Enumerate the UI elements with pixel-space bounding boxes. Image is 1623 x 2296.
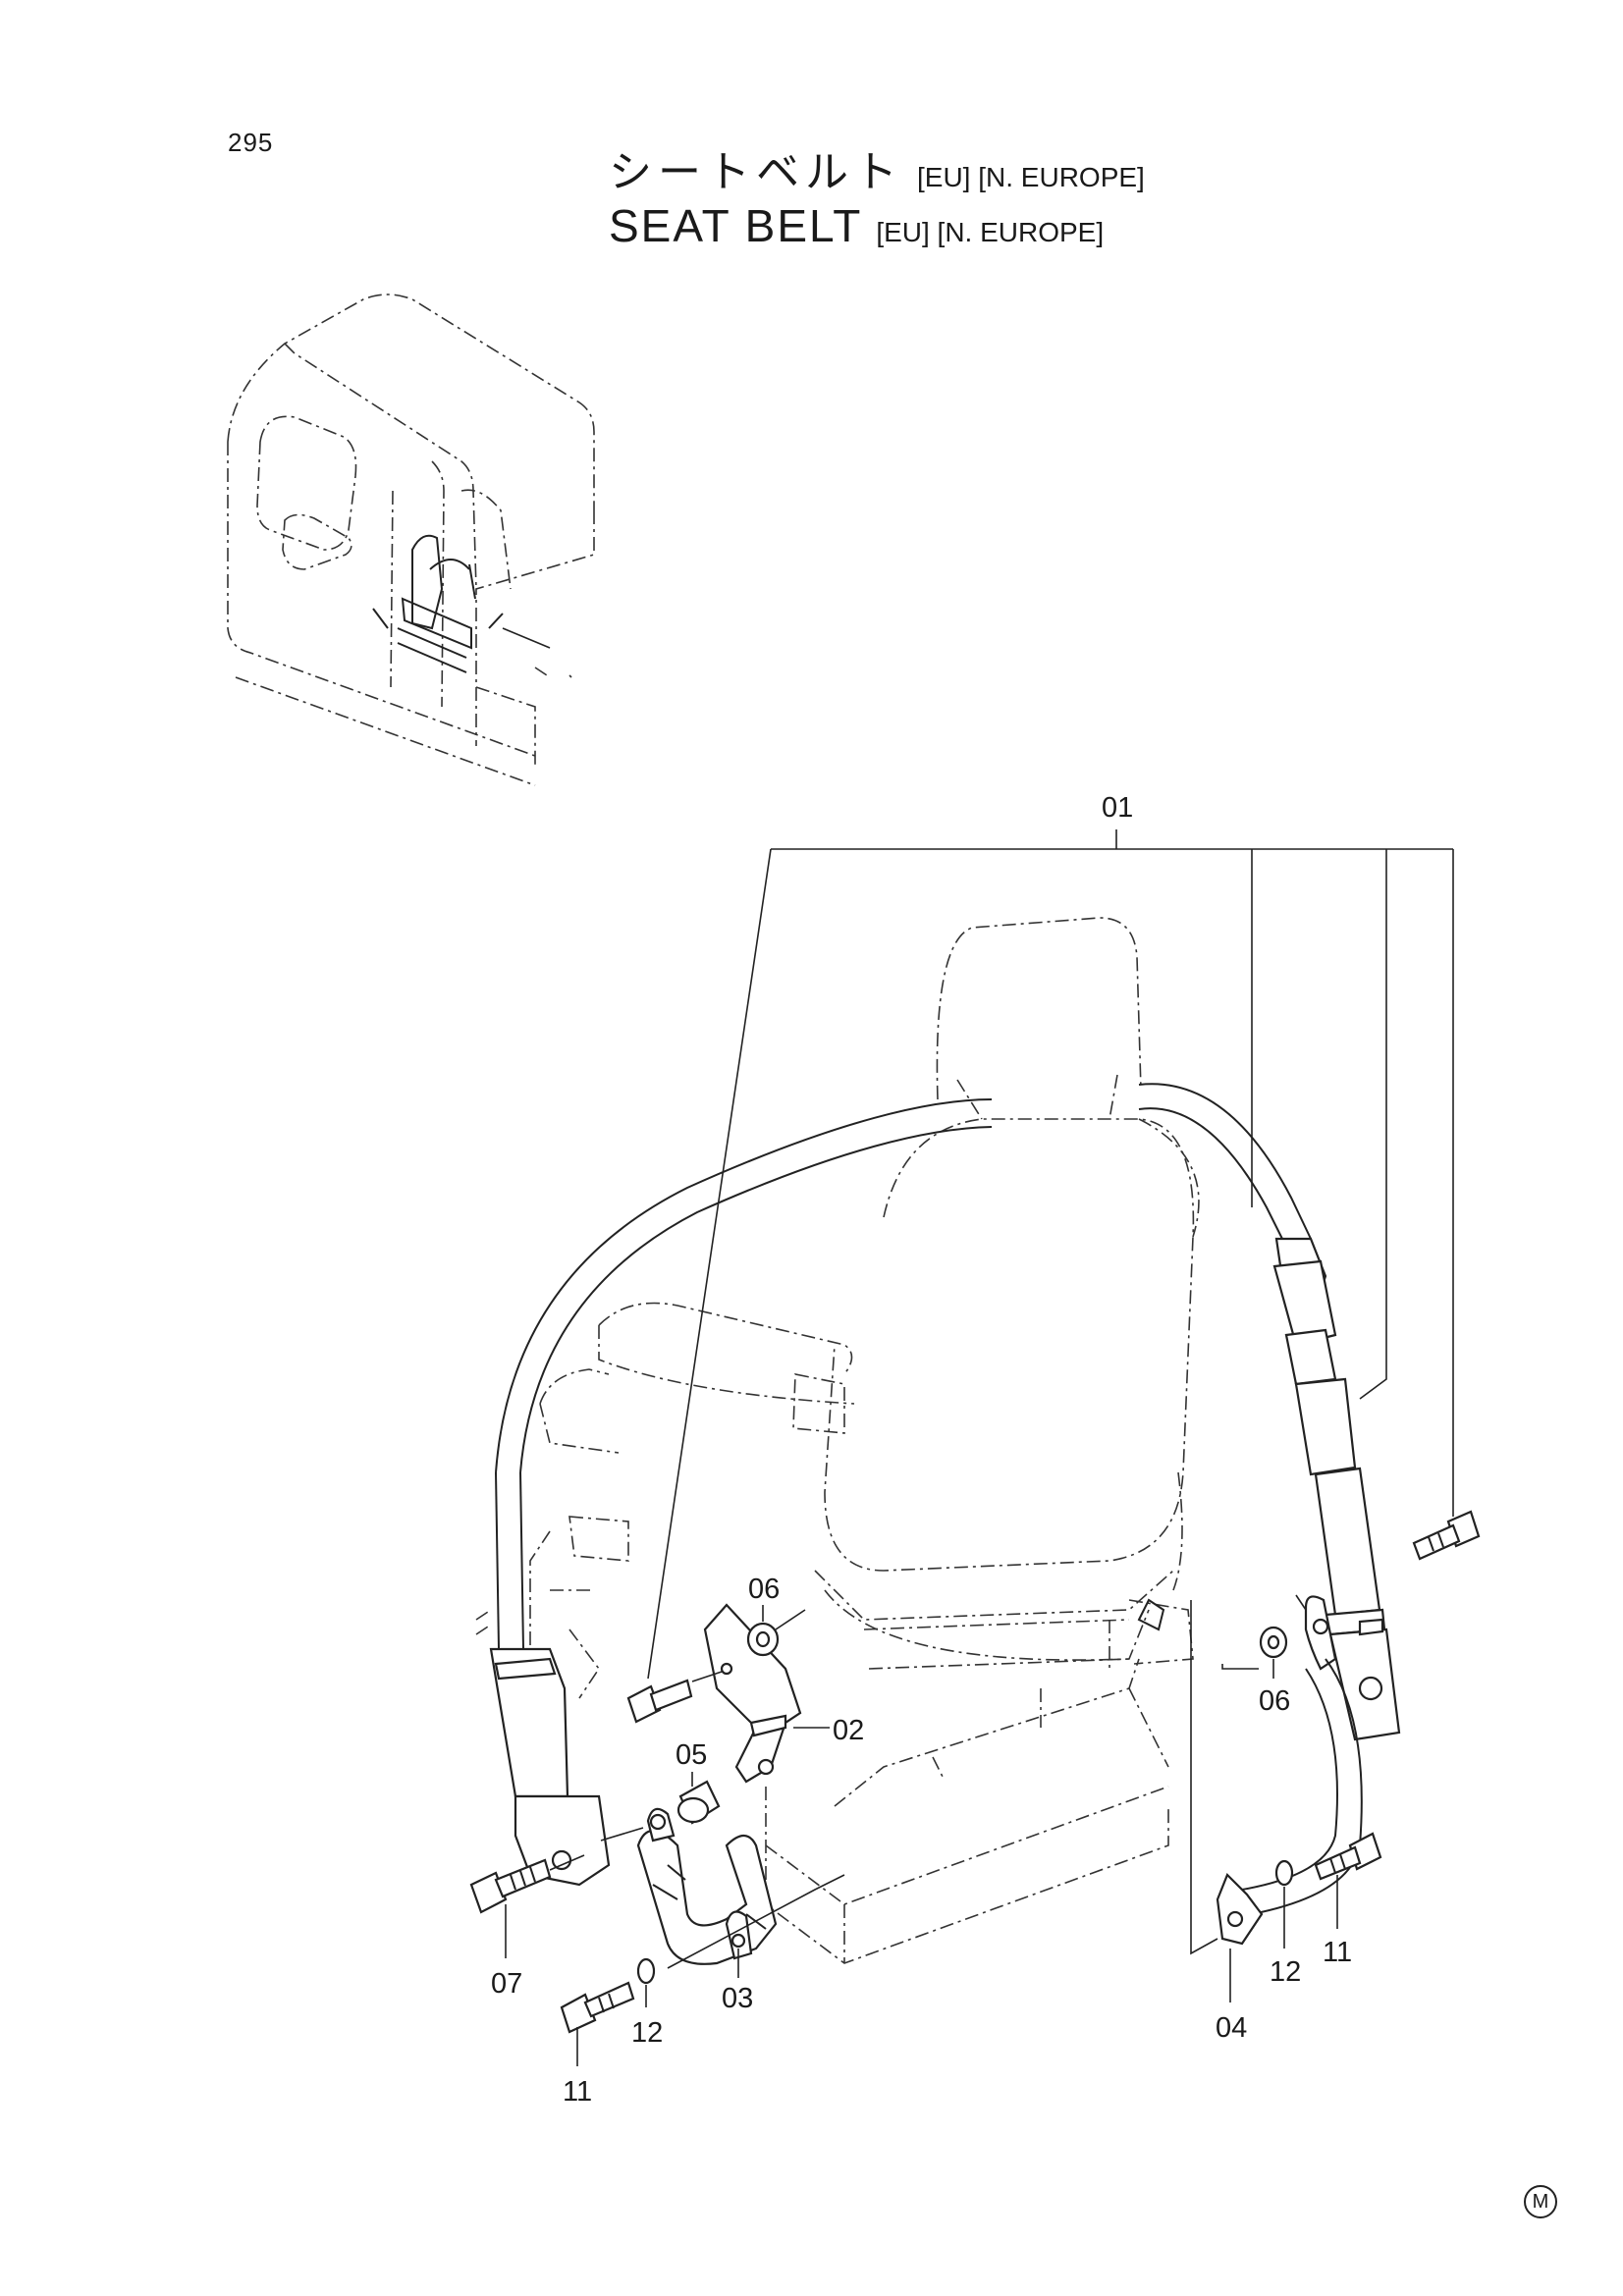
bolt-11-right	[1314, 1832, 1382, 1881]
seat-belt-buckle-right	[1272, 1237, 1401, 1741]
callout-02: 02	[833, 1715, 864, 1746]
seat-belt-strap-left	[489, 1083, 1312, 1887]
callout-05: 05	[676, 1739, 707, 1771]
leader-lines	[505, 829, 1454, 2066]
bolt-07	[469, 1858, 552, 1914]
lower-strap-left	[636, 1807, 778, 1965]
washer-part-right	[1259, 1626, 1288, 1659]
title-japanese-line: シートベルト [EU] [N. EUROPE]	[609, 147, 1316, 199]
corner-marker: M	[1524, 2185, 1557, 2218]
title-english: SEAT BELT	[609, 199, 863, 251]
callout-01: 01	[1102, 792, 1133, 824]
collar-part	[676, 1780, 721, 1825]
callout-03: 03	[722, 1983, 753, 2014]
callout-12-right: 12	[1270, 1956, 1301, 1988]
title-japanese-suffix: [EU] [N. EUROPE]	[917, 162, 1145, 192]
title-english-line: SEAT BELT [EU] [N. EUROPE]	[609, 199, 1316, 253]
callout-11-left: 11	[563, 2076, 592, 2108]
callout-07: 07	[491, 1968, 522, 2000]
operator-seat-illustration	[475, 917, 1200, 1964]
callout-labels: 01 02 03 04 05 06 06 07 11 11 12 12	[491, 792, 1352, 2108]
bolt-upper-left	[626, 1679, 693, 1724]
mounting-bracket	[703, 1603, 802, 1784]
page-number: 295	[228, 128, 274, 157]
title-japanese: シートベルト	[609, 148, 903, 196]
title-english-suffix: [EU] [N. EUROPE]	[876, 216, 1105, 247]
washer-12-left	[636, 1957, 656, 1985]
callout-06-right: 06	[1259, 1685, 1290, 1717]
callout-04: 04	[1216, 2012, 1247, 2044]
callout-11-right: 11	[1323, 1937, 1352, 1968]
washer-part-left	[746, 1622, 780, 1657]
washer-12-right	[1274, 1859, 1294, 1887]
cab-overview-illustration	[227, 294, 595, 786]
bolt-upper-right	[1412, 1510, 1481, 1561]
callout-06-left: 06	[748, 1574, 780, 1605]
callout-12-left: 12	[631, 2017, 663, 2049]
title-block: シートベルト [EU] [N. EUROPE] SEAT BELT [EU] [N.…	[609, 147, 1316, 253]
bolt-11-left	[560, 1981, 635, 2034]
anchor-strap-right	[1216, 1595, 1363, 1946]
